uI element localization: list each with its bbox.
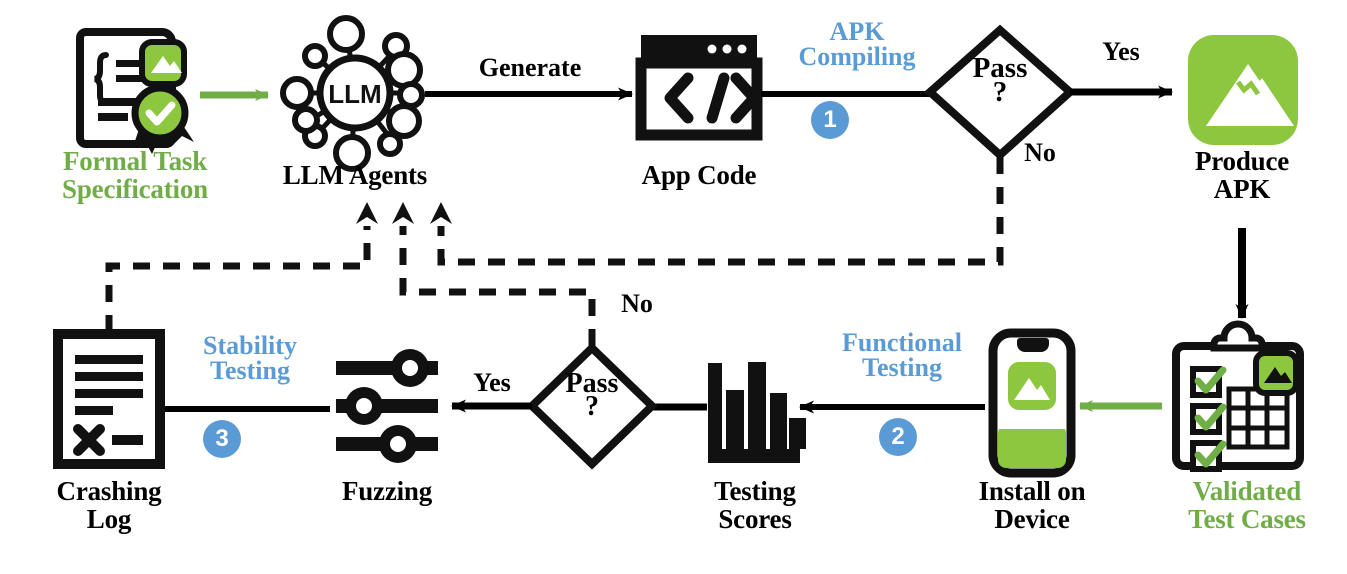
step-badge-3: 3 [203, 420, 241, 458]
edge-pass2-no-feedback [392, 202, 596, 346]
edge-crashlog-feedback [105, 202, 378, 332]
edge-label-no-2: No [621, 289, 653, 318]
llm-network-icon [280, 15, 425, 172]
bar-chart-icon [708, 362, 806, 463]
edge-label-yes-1: Yes [1102, 37, 1140, 66]
smartphone-icon [988, 328, 1076, 478]
edge-label-yes-2: Yes [473, 368, 511, 397]
step-badge-2: 2 [879, 418, 917, 456]
node-label-validated-test-cases: Validated Test Cases [1188, 476, 1306, 534]
node-label-crashing-log: Crashing Log [56, 476, 162, 534]
node-label-testing-scores: Testing Scores [714, 476, 796, 534]
apk-app-icon [1188, 35, 1298, 145]
document-certificate-icon [76, 28, 194, 154]
node-label-fuzzing: Fuzzing [341, 476, 433, 506]
edge-label-stability-testing: Stability Testing [203, 331, 297, 386]
node-label-llm-agents: LLM Agents [282, 160, 428, 190]
node-label-produce-apk: Produce APK [1194, 146, 1290, 204]
crash-log-document-icon [53, 329, 165, 469]
diamond-decision-icon-1 [923, 24, 1077, 161]
clipboard-checklist-icon [1172, 320, 1304, 472]
decision-label-pass-1: Pass ? [972, 52, 1028, 108]
node-label-app-code: App Code [641, 160, 757, 190]
edge-label-no-1: No [1024, 138, 1056, 167]
edge-label-functional-testing: Functional Testing [842, 328, 962, 383]
edge-pass1-no-feedback [430, 157, 1004, 266]
step-badge-1: 1 [811, 101, 849, 139]
edge-label-apk-compiling: APK Compiling [798, 17, 916, 72]
sliders-icon [336, 349, 438, 463]
edge-label-generate: Generate [478, 53, 582, 82]
code-window-icon [635, 35, 763, 141]
decision-label-pass-2: Pass ? [565, 368, 619, 422]
llm-core-text: LLM [328, 79, 381, 109]
node-label-install-on-device: Install on Device [978, 476, 1086, 534]
node-label-formal-task-specification: Formal Task Specification [62, 146, 208, 204]
diamond-decision-icon-2 [526, 342, 658, 470]
